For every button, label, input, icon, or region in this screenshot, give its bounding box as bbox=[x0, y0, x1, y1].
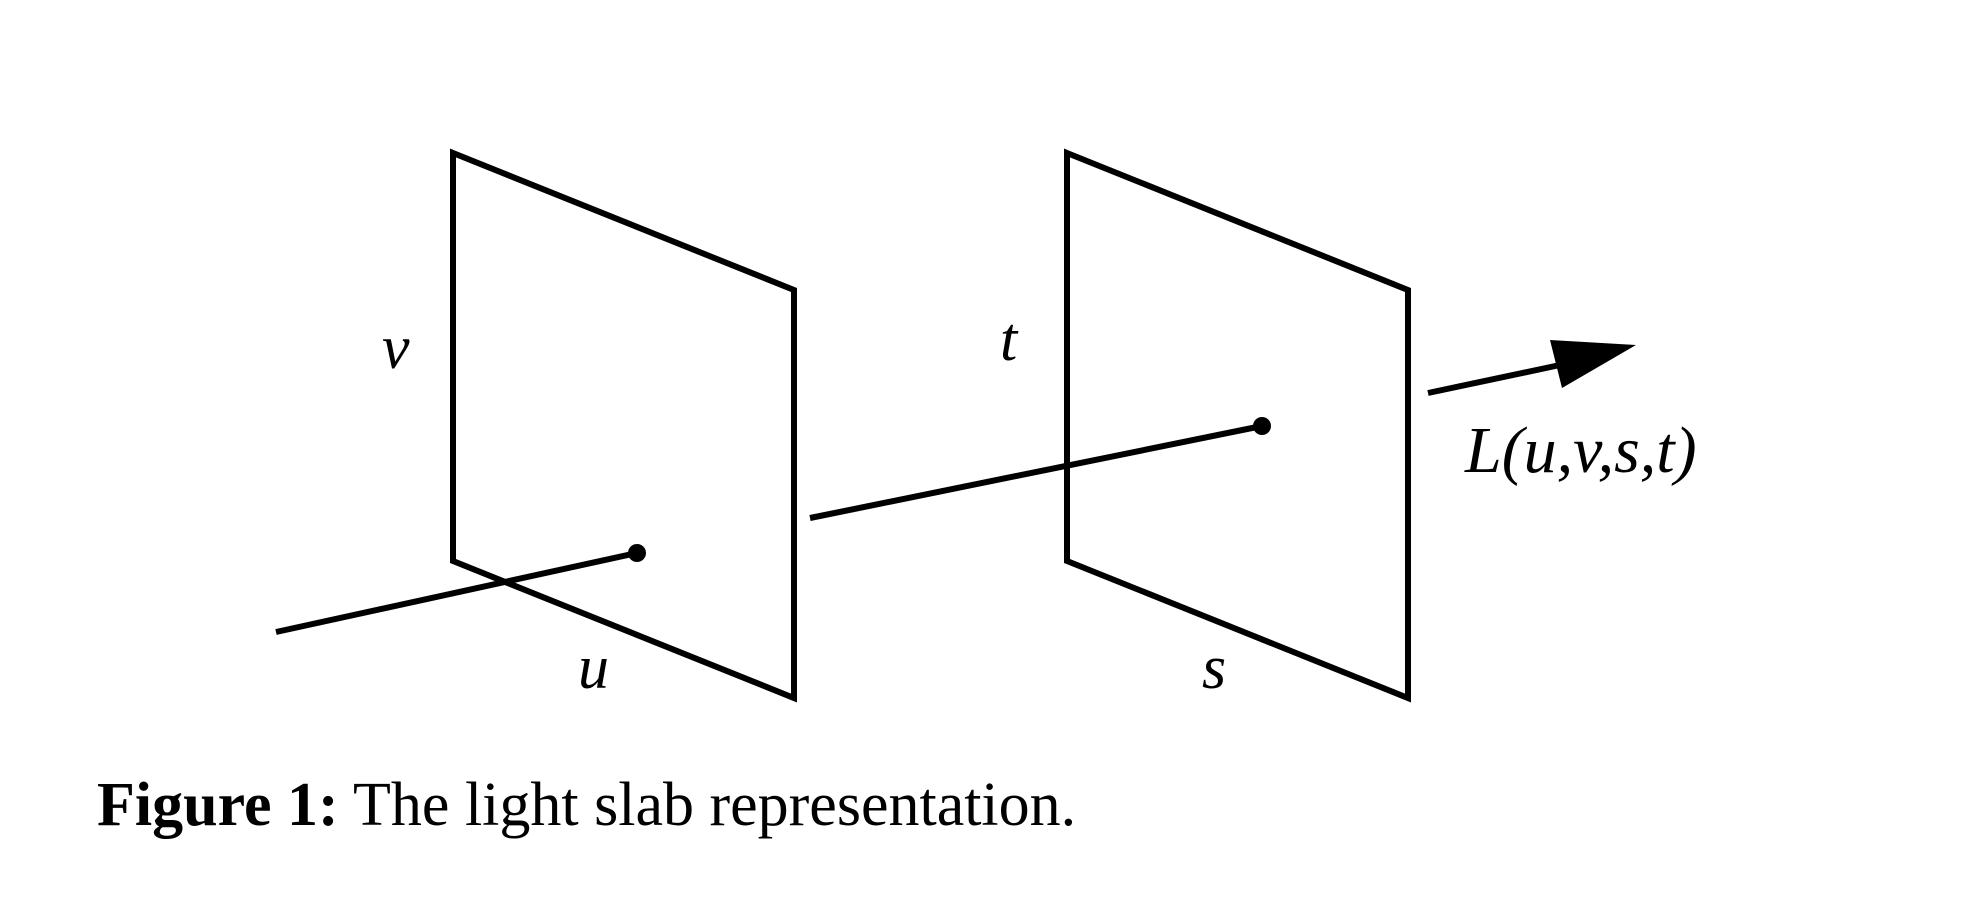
arrowhead-icon bbox=[1550, 340, 1636, 388]
figure-caption: Figure 1: The light slab representation. bbox=[97, 770, 1076, 841]
s-axis-label: s bbox=[1202, 634, 1226, 702]
v-axis-label: v bbox=[382, 314, 410, 382]
uv-plane bbox=[450, 148, 797, 703]
uv-intersection-point bbox=[628, 544, 646, 562]
figure-number: Figure 1: bbox=[97, 771, 339, 839]
t-axis-label: t bbox=[1000, 306, 1019, 374]
outgoing-ray bbox=[1427, 362, 1561, 396]
st-plane bbox=[1064, 148, 1411, 703]
light-field-function-label: L(u,v,s,t) bbox=[1464, 414, 1697, 487]
incoming-ray bbox=[275, 550, 638, 635]
middle-ray bbox=[809, 423, 1263, 521]
caption-text: The light slab representation. bbox=[353, 771, 1077, 839]
st-intersection-point bbox=[1253, 417, 1271, 435]
u-axis-label: u bbox=[578, 634, 609, 702]
